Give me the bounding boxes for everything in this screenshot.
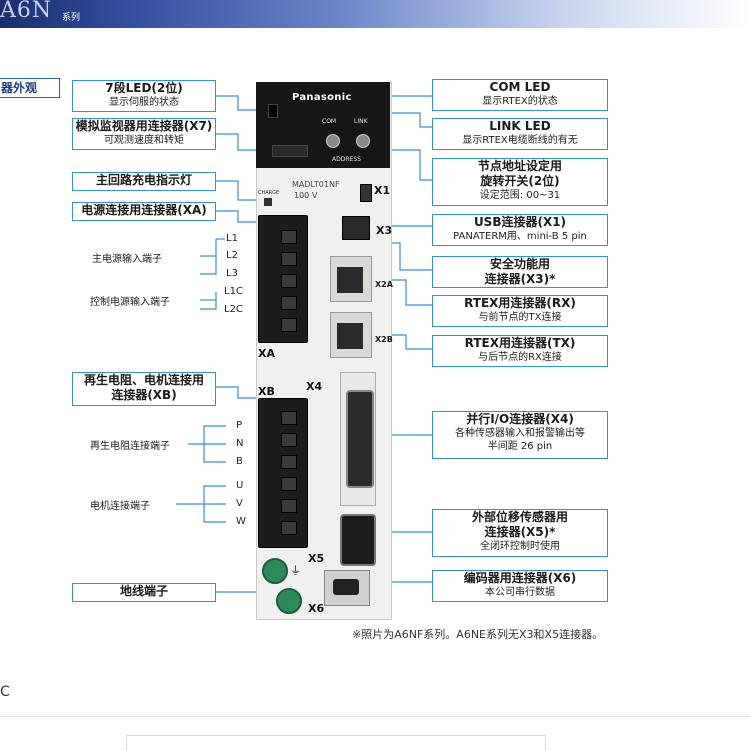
label-7seg-led: 7段LED(2位)显示伺服的状态 xyxy=(72,80,216,112)
safety-connector-x3[interactable] xyxy=(342,216,370,240)
pin-n: N xyxy=(236,438,244,449)
stray-character: C xyxy=(0,684,10,700)
rtex-tx-connector[interactable] xyxy=(330,312,372,358)
feedback-scale-connector-x5[interactable] xyxy=(340,514,376,566)
label-analog-monitor: 模拟监视器用连接器(X7)可观测速度和转矩 xyxy=(72,118,216,150)
port-x6-label: X6 xyxy=(308,602,325,615)
bottom-content-box xyxy=(126,735,546,751)
label-power-connector-xa: 电源连接用连接器(XA) xyxy=(72,202,216,221)
label-rtex-tx: RTEX用连接器(TX)与后节点的RX连接 xyxy=(432,335,608,367)
usb-connector-x1[interactable] xyxy=(360,184,372,202)
port-x2a-label: X2A xyxy=(375,280,393,289)
label-parallel-io: 并行I/O连接器(X4)各种传感器输入和报警输出等半间距 26 pin xyxy=(432,411,608,459)
encoder-connector-x6[interactable] xyxy=(324,570,370,606)
analog-monitor-connector-x7 xyxy=(272,145,308,157)
section-divider xyxy=(0,716,750,717)
charge-lamp xyxy=(264,198,272,206)
port-x1-label: X1 xyxy=(374,184,391,197)
label-encoder-connector: 编码器用连接器(X6)本公司串行数据 xyxy=(432,570,608,602)
label-regen-motor-xb: 再生电阻、电机连接用连接器(XB) xyxy=(72,372,216,406)
pin-u: U xyxy=(236,480,244,491)
series-label: 系列 xyxy=(62,13,81,23)
regen-terminal-text: 再生电阻连接端子 xyxy=(90,441,170,452)
label-safety-connector: 安全功能用连接器(X3)* xyxy=(432,256,608,288)
address-dial-high[interactable] xyxy=(326,134,340,148)
brand-logo: Panasonic xyxy=(292,92,352,103)
link-text: LINK xyxy=(354,118,368,125)
control-power-input-text: 控制电源输入端子 xyxy=(90,297,170,308)
pin-l3: L3 xyxy=(226,268,238,279)
pin-l1: L1 xyxy=(226,233,238,244)
pin-l2c: L2C xyxy=(224,304,243,315)
pin-p: P xyxy=(236,420,243,431)
port-x4-label: X4 xyxy=(306,380,323,393)
label-rtex-rx: RTEX用连接器(RX)与前节点的TX连接 xyxy=(432,295,608,327)
rtex-rx-connector[interactable] xyxy=(330,256,372,302)
charge-text: CHARGE xyxy=(258,190,280,196)
label-usb-connector: USB连接器(X1)PANATERM用、mini-B 5 pin xyxy=(432,214,608,246)
pin-b: B xyxy=(236,456,243,467)
port-x2b-label: X2B xyxy=(375,335,393,344)
pin-v: V xyxy=(236,498,243,509)
footnote: ※照片为A6NF系列。A6NE系列无X3和X5连接器。 xyxy=(352,628,604,641)
port-x5-label: X5 xyxy=(308,552,325,565)
power-connector-xa[interactable] xyxy=(258,215,308,343)
ground-symbol-icon: ⏚ xyxy=(290,564,301,577)
address-dial-low[interactable] xyxy=(356,134,370,148)
pin-w: W xyxy=(236,516,246,527)
pin-l1c: L1C xyxy=(224,286,243,297)
label-feedback-scale: 外部位移传感器用连接器(X5)*全闭环控制时使用 xyxy=(432,509,608,557)
label-address-switch: 节点地址设定用旋转开关(2位)设定范围: 00~31 xyxy=(432,158,608,206)
motor-terminal-text: 电机连接端子 xyxy=(90,501,150,512)
parallel-io-connector-x4[interactable] xyxy=(346,390,374,488)
seven-seg-led xyxy=(268,104,278,118)
port-xa-label: XA xyxy=(258,347,275,360)
address-text: ADDRESS xyxy=(332,156,361,163)
motor-connector-xb[interactable] xyxy=(258,398,308,548)
label-charge-lamp: 主回路充电指示灯 xyxy=(72,172,216,191)
series-logo: A6N xyxy=(0,0,53,23)
com-text: COM xyxy=(322,118,337,125)
ground-screw-bottom xyxy=(276,588,302,614)
label-ground-terminal: 地线端子 xyxy=(72,583,216,602)
header-banner xyxy=(0,0,750,28)
main-power-input-text: 主电源输入端子 xyxy=(92,254,162,265)
port-xb-label: XB xyxy=(258,385,275,398)
pin-l2: L2 xyxy=(226,250,238,261)
model-number: MADLT01NF xyxy=(292,180,340,189)
ground-screw-top xyxy=(262,558,288,584)
port-x3-label: X3 xyxy=(376,224,393,237)
voltage-rating: 100 V xyxy=(294,191,318,200)
section-title: 器外观 xyxy=(0,78,60,98)
